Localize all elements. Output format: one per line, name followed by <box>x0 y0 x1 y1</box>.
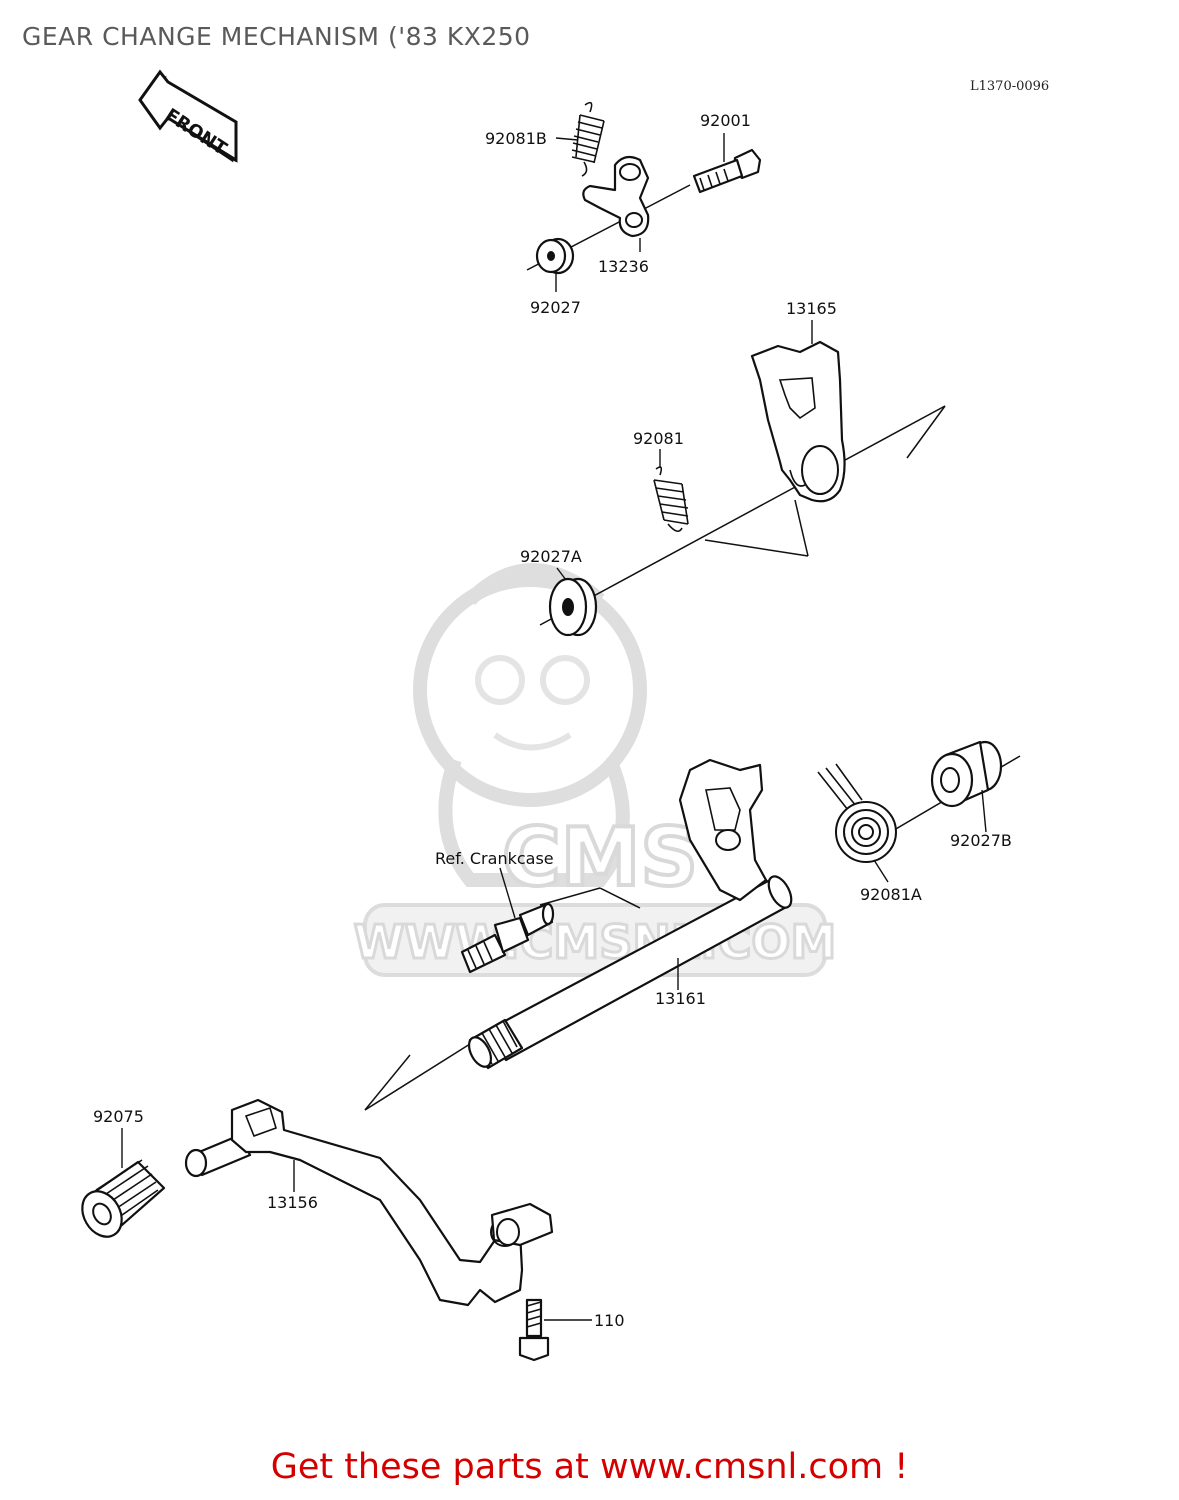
lever-13236-icon <box>582 155 650 238</box>
washer-92027-icon <box>535 237 575 275</box>
shaft-assembly <box>364 740 1021 1111</box>
pedal-rubber-92075-icon <box>81 1159 166 1238</box>
label-92075: 92075 <box>93 1107 144 1126</box>
label-13161: 13161 <box>655 989 706 1008</box>
label-92027: 92027 <box>530 298 581 317</box>
bolt-92001-icon <box>692 148 762 194</box>
label-92027B: 92027B <box>950 831 1012 850</box>
spring-92081-icon <box>653 466 689 532</box>
shift-pedal-13156-icon <box>184 1098 554 1307</box>
reference-code: L1370-0096 <box>970 79 1049 94</box>
gear-shaft-13161-icon <box>467 758 793 1070</box>
label-ref-crankcase: Ref. Crankcase <box>435 849 554 868</box>
collar-92027B-icon <box>930 740 1003 808</box>
label-13156: 13156 <box>267 1193 318 1212</box>
label-13236: 13236 <box>598 257 649 276</box>
top-assembly <box>526 101 762 292</box>
front-direction-arrow: FRONT <box>138 69 238 163</box>
pedal-assembly <box>81 1098 592 1362</box>
page-title: GEAR CHANGE MECHANISM ('83 KX250 <box>22 22 531 51</box>
spring-92081B-icon <box>571 101 605 177</box>
label-92001: 92001 <box>700 111 751 130</box>
label-110: 110 <box>594 1311 625 1330</box>
label-13165: 13165 <box>786 299 837 318</box>
label-92027A: 92027A <box>520 547 582 566</box>
footer-promo-text: Get these parts at www.cmsnl.com ! <box>270 1447 909 1487</box>
middle-assembly <box>539 320 946 637</box>
torsion-spring-92081A-icon <box>817 763 897 863</box>
washer-92027A-icon <box>548 577 598 637</box>
watermark-url: WWW.CMSNL.COM <box>354 915 837 969</box>
shift-plate-13165-icon <box>750 340 846 503</box>
bolt-110-icon <box>518 1298 550 1362</box>
label-92081: 92081 <box>633 429 684 448</box>
label-92081A: 92081A <box>860 885 922 904</box>
crankcase-stud-icon <box>460 902 555 974</box>
label-92081B: 92081B <box>485 129 547 148</box>
